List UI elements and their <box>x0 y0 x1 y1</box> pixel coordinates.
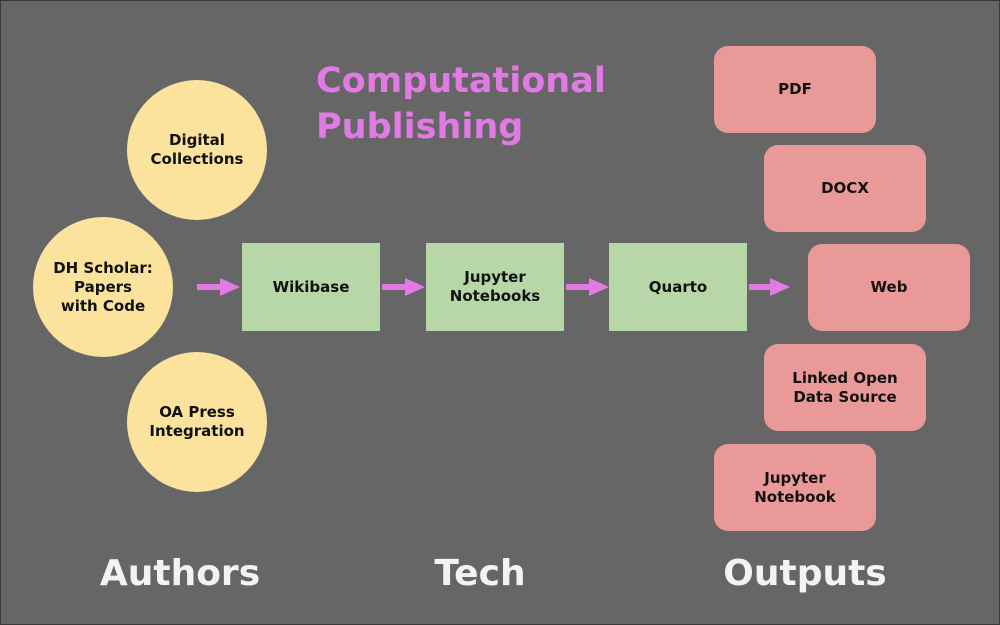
column-label-outputs: Outputs <box>723 553 887 594</box>
author-node-label: DH Scholar: Papers with Code <box>53 258 153 315</box>
column-label-authors: Authors <box>99 553 261 594</box>
output-node-docx: DOCX <box>764 145 926 232</box>
author-node-label: Digital Collections <box>150 131 244 168</box>
output-node-label: Web <box>870 278 908 296</box>
author-node-digital-collections: Digital Collections <box>127 80 267 220</box>
output-node-jupyter-notebook: Jupyter Notebook <box>714 444 876 531</box>
output-node-label: DOCX <box>821 179 869 197</box>
output-node-label: PDF <box>778 80 812 98</box>
output-node-web: Web <box>808 244 970 331</box>
output-node-pdf: PDF <box>714 46 876 133</box>
output-node-linked-open-data: Linked Open Data Source <box>764 344 926 431</box>
author-node-dh-scholar: DH Scholar: Papers with Code <box>33 217 173 357</box>
column-label-tech: Tech <box>434 553 526 594</box>
tech-node-quarto: Quarto <box>609 243 747 331</box>
tech-node-label: Wikibase <box>272 277 350 296</box>
tech-node-label: Quarto <box>648 277 708 296</box>
output-node-label: Linked Open Data Source <box>792 368 898 406</box>
author-node-oa-press: OA Press Integration <box>127 352 267 492</box>
title-line-1: Computational <box>316 61 606 101</box>
tech-node-jupyter-notebooks: Jupyter Notebooks <box>426 243 564 331</box>
output-node-label: Jupyter Notebook <box>754 468 836 506</box>
title-line-2: Publishing <box>316 107 524 147</box>
tech-node-label: Jupyter Notebooks <box>449 268 541 305</box>
tech-node-wikibase: Wikibase <box>242 243 380 331</box>
diagram-title: Computational Publishing <box>316 58 636 150</box>
author-node-label: OA Press Integration <box>149 403 245 440</box>
